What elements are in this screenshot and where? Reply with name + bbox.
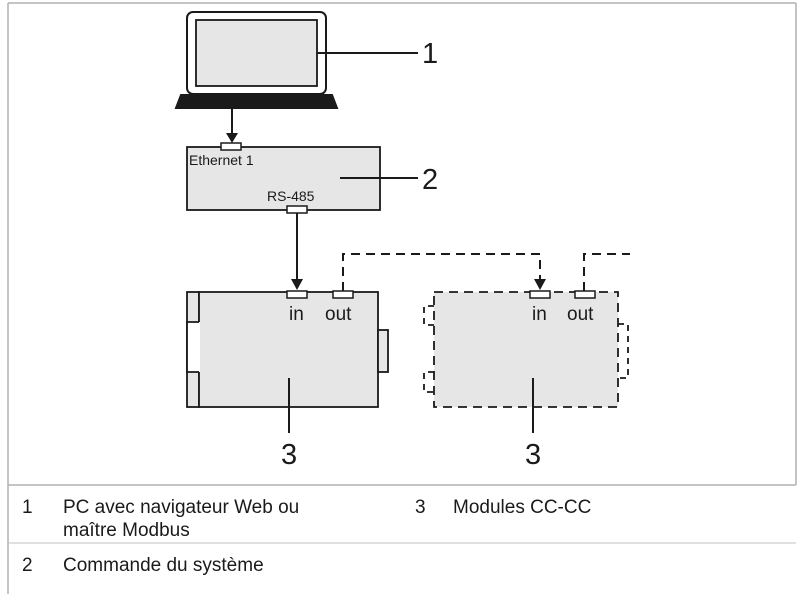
callout-label-3b: 3 [525, 439, 541, 471]
module-main-out-port [332, 290, 354, 299]
ethernet-port-label: Ethernet 1 [189, 152, 254, 168]
legend-item-1-line-1: PC avec navigateur Web ou [63, 497, 299, 518]
module-optional-out-port [574, 290, 596, 299]
module-optional-out-label: out [567, 304, 594, 325]
arrowhead-pc-to-controller [226, 133, 238, 143]
module-main-in-label: in [289, 304, 304, 325]
module-main-right-tab [377, 329, 389, 373]
dashed-link-continuation [583, 253, 630, 291]
ethernet-port [220, 142, 242, 151]
legend-item-3-line-1: Modules CC-CC [453, 497, 591, 518]
legend-item-3-number: 3 [415, 497, 426, 518]
dc-dc-module-optional [423, 291, 629, 408]
callout-label-3a: 3 [281, 439, 297, 471]
callout-label-2: 2 [422, 164, 438, 196]
laptop-icon [174, 11, 339, 109]
legend-item-2-line-1: Commande du système [63, 555, 264, 576]
rs485-port-label: RS-485 [267, 188, 315, 204]
callout-label-1: 1 [422, 38, 438, 70]
module-optional-in-label: in [532, 304, 547, 325]
legend: 1 PC avec navigateur Web ou maître Modbu… [22, 497, 591, 576]
arrowhead-rs485-to-module [291, 279, 303, 290]
legend-item-2-number: 2 [22, 555, 33, 576]
legend-item-1-line-2: maître Modbus [63, 520, 190, 541]
module-main-in-port [286, 290, 308, 299]
legend-item-1-number: 1 [22, 497, 33, 518]
arrowhead-dashed-link [534, 279, 546, 290]
module-main-out-label: out [325, 304, 352, 325]
module-optional-body [433, 291, 619, 408]
rs485-port [286, 205, 308, 214]
laptop-base [174, 94, 339, 109]
module-optional-in-port [529, 290, 551, 299]
dashed-link-out-to-in [342, 253, 541, 291]
dc-dc-module-main [186, 291, 389, 408]
